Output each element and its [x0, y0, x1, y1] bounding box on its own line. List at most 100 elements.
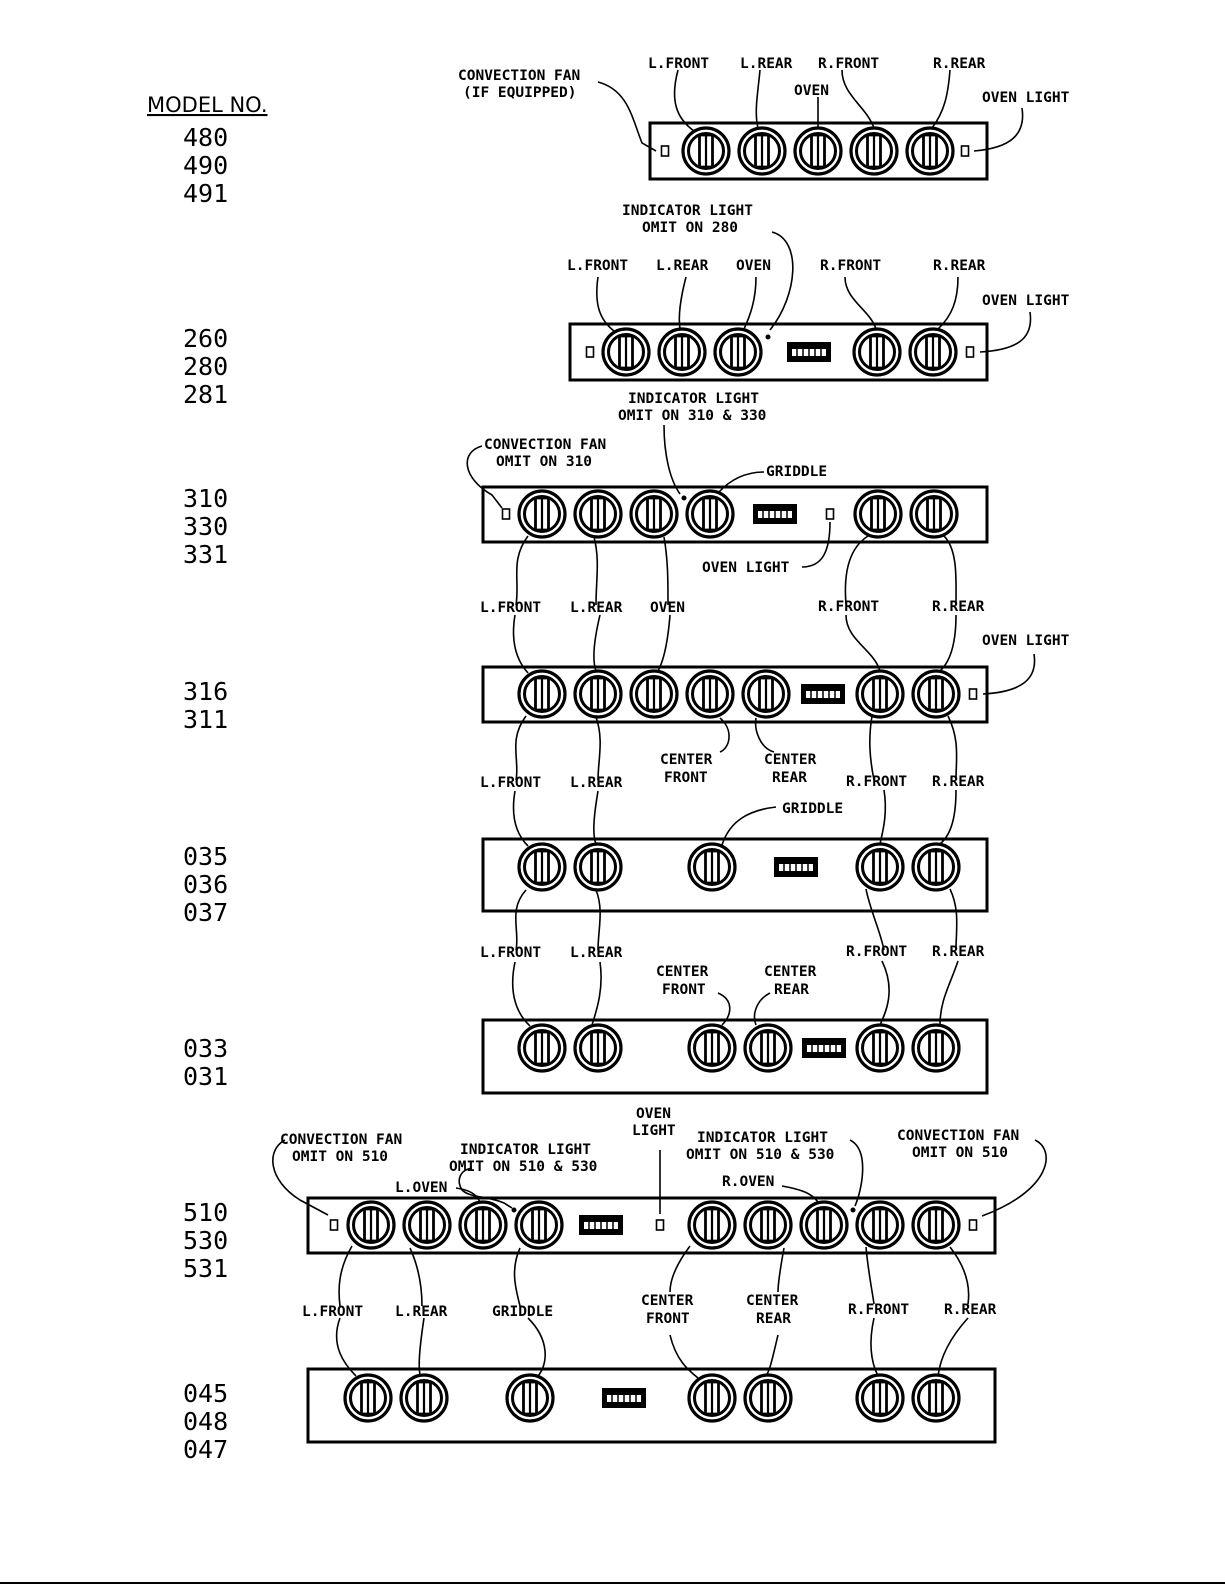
diagram-label: INDICATOR LIGHT — [622, 203, 753, 219]
diagram-label: OMIT ON 310 & 330 — [618, 408, 766, 424]
diagram-label: (IF EQUIPPED) — [463, 85, 577, 101]
knob — [743, 1200, 793, 1250]
leader-line — [769, 231, 794, 331]
diagram-label: R.FRONT — [848, 1302, 909, 1318]
indicator-switch — [585, 346, 595, 358]
leader-line — [512, 614, 529, 674]
indicator-switch — [329, 1219, 339, 1231]
diagram-label: L.REAR — [570, 775, 623, 791]
diagram-label: OMIT ON 280 — [642, 220, 738, 236]
knob — [505, 1373, 555, 1423]
model-number: 316 — [183, 677, 228, 706]
model-number: 531 — [183, 1254, 228, 1283]
leader-line — [515, 535, 529, 606]
leader-line — [657, 614, 671, 672]
knob — [346, 1200, 396, 1250]
leader-line — [719, 717, 730, 753]
leader-line — [865, 888, 885, 951]
knob — [657, 327, 707, 377]
leader-line — [458, 1167, 513, 1209]
knob — [573, 1023, 623, 1073]
knob — [908, 327, 958, 377]
leader-line — [513, 1247, 521, 1307]
diagram-label: LIGHT — [632, 1123, 676, 1139]
leader-line — [514, 889, 527, 951]
diagram-label: CENTER — [641, 1293, 694, 1309]
leader-line — [755, 69, 761, 129]
diagram-label: L.FRONT — [480, 600, 541, 616]
indicator-switch — [960, 145, 970, 157]
indicator-switch — [825, 508, 835, 520]
indicator-switch — [655, 1219, 665, 1231]
knob — [685, 489, 735, 539]
panel-group-033: 033 031 L.FRONT L.REAR CENTER FRONT CENT… — [183, 944, 989, 1095]
diagram-label: CENTER — [764, 752, 817, 768]
diagram-label: R.FRONT — [818, 599, 879, 615]
leader-line — [753, 992, 771, 1026]
model-number: 048 — [183, 1407, 228, 1436]
leader-line — [717, 471, 765, 494]
knob — [687, 1200, 737, 1250]
indicator-light — [681, 495, 687, 501]
diagram-label: FRONT — [664, 770, 708, 786]
diagram-label: R.REAR — [932, 774, 985, 790]
knob — [681, 126, 731, 176]
knob — [629, 489, 679, 539]
diagram-label: L.FRONT — [480, 945, 541, 961]
diagram-label: OVEN — [794, 83, 829, 99]
diagram-label: INDICATOR LIGHT — [628, 391, 759, 407]
knob — [601, 327, 651, 377]
diagram-label: R.FRONT — [818, 56, 879, 72]
model-number: 330 — [183, 512, 228, 541]
shared-leaders-035-033 — [514, 888, 958, 951]
diagram-label: R.REAR — [932, 944, 985, 960]
diagram-label: CENTER — [660, 752, 713, 768]
diagram-label: L.FRONT — [480, 775, 541, 791]
clock-display — [578, 1214, 624, 1236]
model-number: 510 — [183, 1198, 228, 1227]
leader-line — [939, 789, 957, 845]
model-number: 033 — [183, 1034, 228, 1063]
model-number: 480 — [183, 123, 228, 152]
knob — [573, 842, 623, 892]
diagram-label: R.REAR — [933, 258, 986, 274]
knob — [911, 669, 961, 719]
knob — [629, 669, 679, 719]
diagram-label: OMIT ON 510 — [912, 1145, 1008, 1161]
leader-line — [801, 521, 831, 568]
leader-line — [939, 960, 959, 1026]
knob — [911, 1200, 961, 1250]
panel-group-480: 480 490 491 CONVECTION FAN (IF EQUIPPED)… — [183, 56, 1070, 208]
leader-line — [466, 445, 503, 509]
diagram-label: CONVECTION FAN — [484, 437, 606, 453]
model-number: 530 — [183, 1226, 228, 1255]
diagram-label: L.FRONT — [648, 56, 709, 72]
model-number: 491 — [183, 179, 228, 208]
diagram-label: REAR — [774, 982, 809, 998]
leader-line — [765, 1334, 779, 1377]
indicator-switch — [501, 508, 511, 520]
diagram-label: OMIT ON 510 — [292, 1149, 388, 1165]
diagram-label: FRONT — [646, 1311, 690, 1327]
knob — [713, 327, 763, 377]
knob — [793, 126, 843, 176]
leader-line — [418, 1317, 425, 1376]
knob — [399, 1373, 449, 1423]
knob — [517, 489, 567, 539]
model-number: 331 — [183, 540, 228, 569]
knob — [855, 1023, 905, 1073]
leader-line — [937, 276, 959, 330]
knob — [855, 1373, 905, 1423]
knob — [855, 1200, 905, 1250]
leader-line — [335, 1317, 357, 1377]
diagram-label: CONVECTION FAN — [280, 1132, 402, 1148]
leader-line — [595, 716, 601, 781]
diagram-label: FRONT — [662, 982, 706, 998]
model-number: 311 — [183, 705, 228, 734]
leader-line — [841, 69, 875, 129]
diagram-label: L.REAR — [395, 1304, 448, 1320]
diagram-label: CENTER — [764, 964, 817, 980]
knob — [743, 1373, 793, 1423]
knob — [737, 126, 787, 176]
leader-line — [777, 1247, 785, 1293]
